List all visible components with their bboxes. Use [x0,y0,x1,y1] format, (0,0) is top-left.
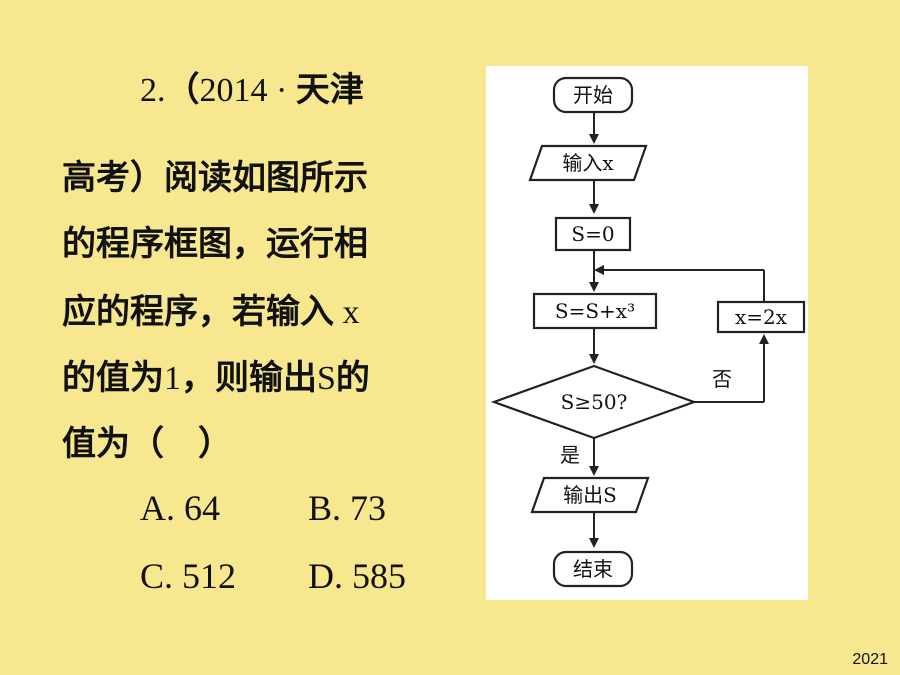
loop-update-label: x=2x [735,305,788,329]
init-node [554,216,632,252]
option-c[interactable]: C. 512 [140,556,237,596]
no-label: 否 [712,367,732,391]
input-label: 输入x [562,151,614,175]
question-line-3: 的程序框图，运行相 [62,224,368,264]
end-node [552,550,634,588]
question-line-5: 的值为1，则输出S的 [62,358,370,398]
option-d[interactable]: D. 585 [308,556,406,596]
question-line-2: 高考）阅读如图所示 [62,158,368,198]
footer-year: 2021 [852,651,888,668]
option-b[interactable]: B. 73 [308,488,387,528]
question-year: 2014 [199,72,268,109]
init-label: S=0 [571,222,614,246]
output-label: 输出S [563,483,617,507]
question-line-6: 值为（ ） [62,424,232,464]
update-label: S=S+x³ [555,299,635,323]
question-number: 2. [140,72,166,109]
update-node [532,292,658,330]
start-label: 开始 [573,83,613,107]
yes-label: 是 [560,443,580,467]
question-line-4: 应的程序，若输入 x [62,292,360,332]
end-label: 结束 [573,557,613,581]
flowchart: 开始 输入x S=0 S=S+x³ x=2x [486,66,808,600]
input-node [528,144,648,182]
option-a[interactable]: A. 64 [140,488,220,528]
question-line-1: 2.（2014 · 天津 [140,70,364,110]
output-node [530,476,650,514]
loop-update-node [716,300,806,334]
question-source: 天津 [295,70,364,110]
condition-label: S≥50? [561,390,628,414]
flowchart-svg: 开始 输入x S=0 S=S+x³ x=2x [490,76,806,588]
